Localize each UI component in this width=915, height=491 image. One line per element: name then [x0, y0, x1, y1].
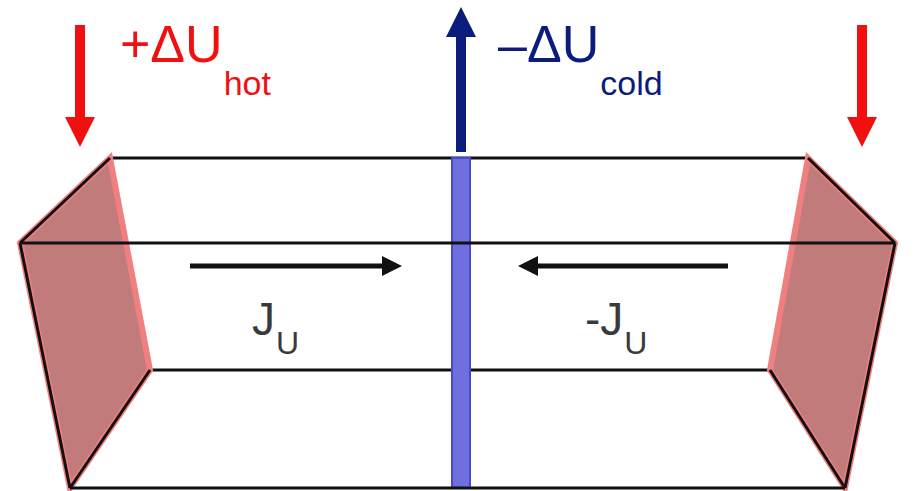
heat-out-arrow: [456, 22, 466, 152]
flux-label: -J: [585, 296, 623, 342]
flux-subscript: U: [624, 327, 647, 359]
cold-partition: [452, 158, 470, 488]
energy-subscript: cold: [600, 66, 662, 100]
box-edges: [20, 158, 895, 488]
flux-arrow: [190, 264, 392, 269]
energy-subscript: hot: [224, 66, 271, 100]
heat-in-arrow: [75, 25, 85, 132]
heat-in-arrow: [857, 25, 867, 132]
hot-wall: [20, 158, 150, 488]
energy-label: +ΔU: [120, 18, 223, 70]
hot-wall: [770, 158, 895, 488]
flux-label: J: [252, 296, 275, 342]
flux-arrow: [528, 264, 728, 269]
energy-label: –ΔU: [498, 18, 599, 70]
flux-subscript: U: [276, 327, 299, 359]
